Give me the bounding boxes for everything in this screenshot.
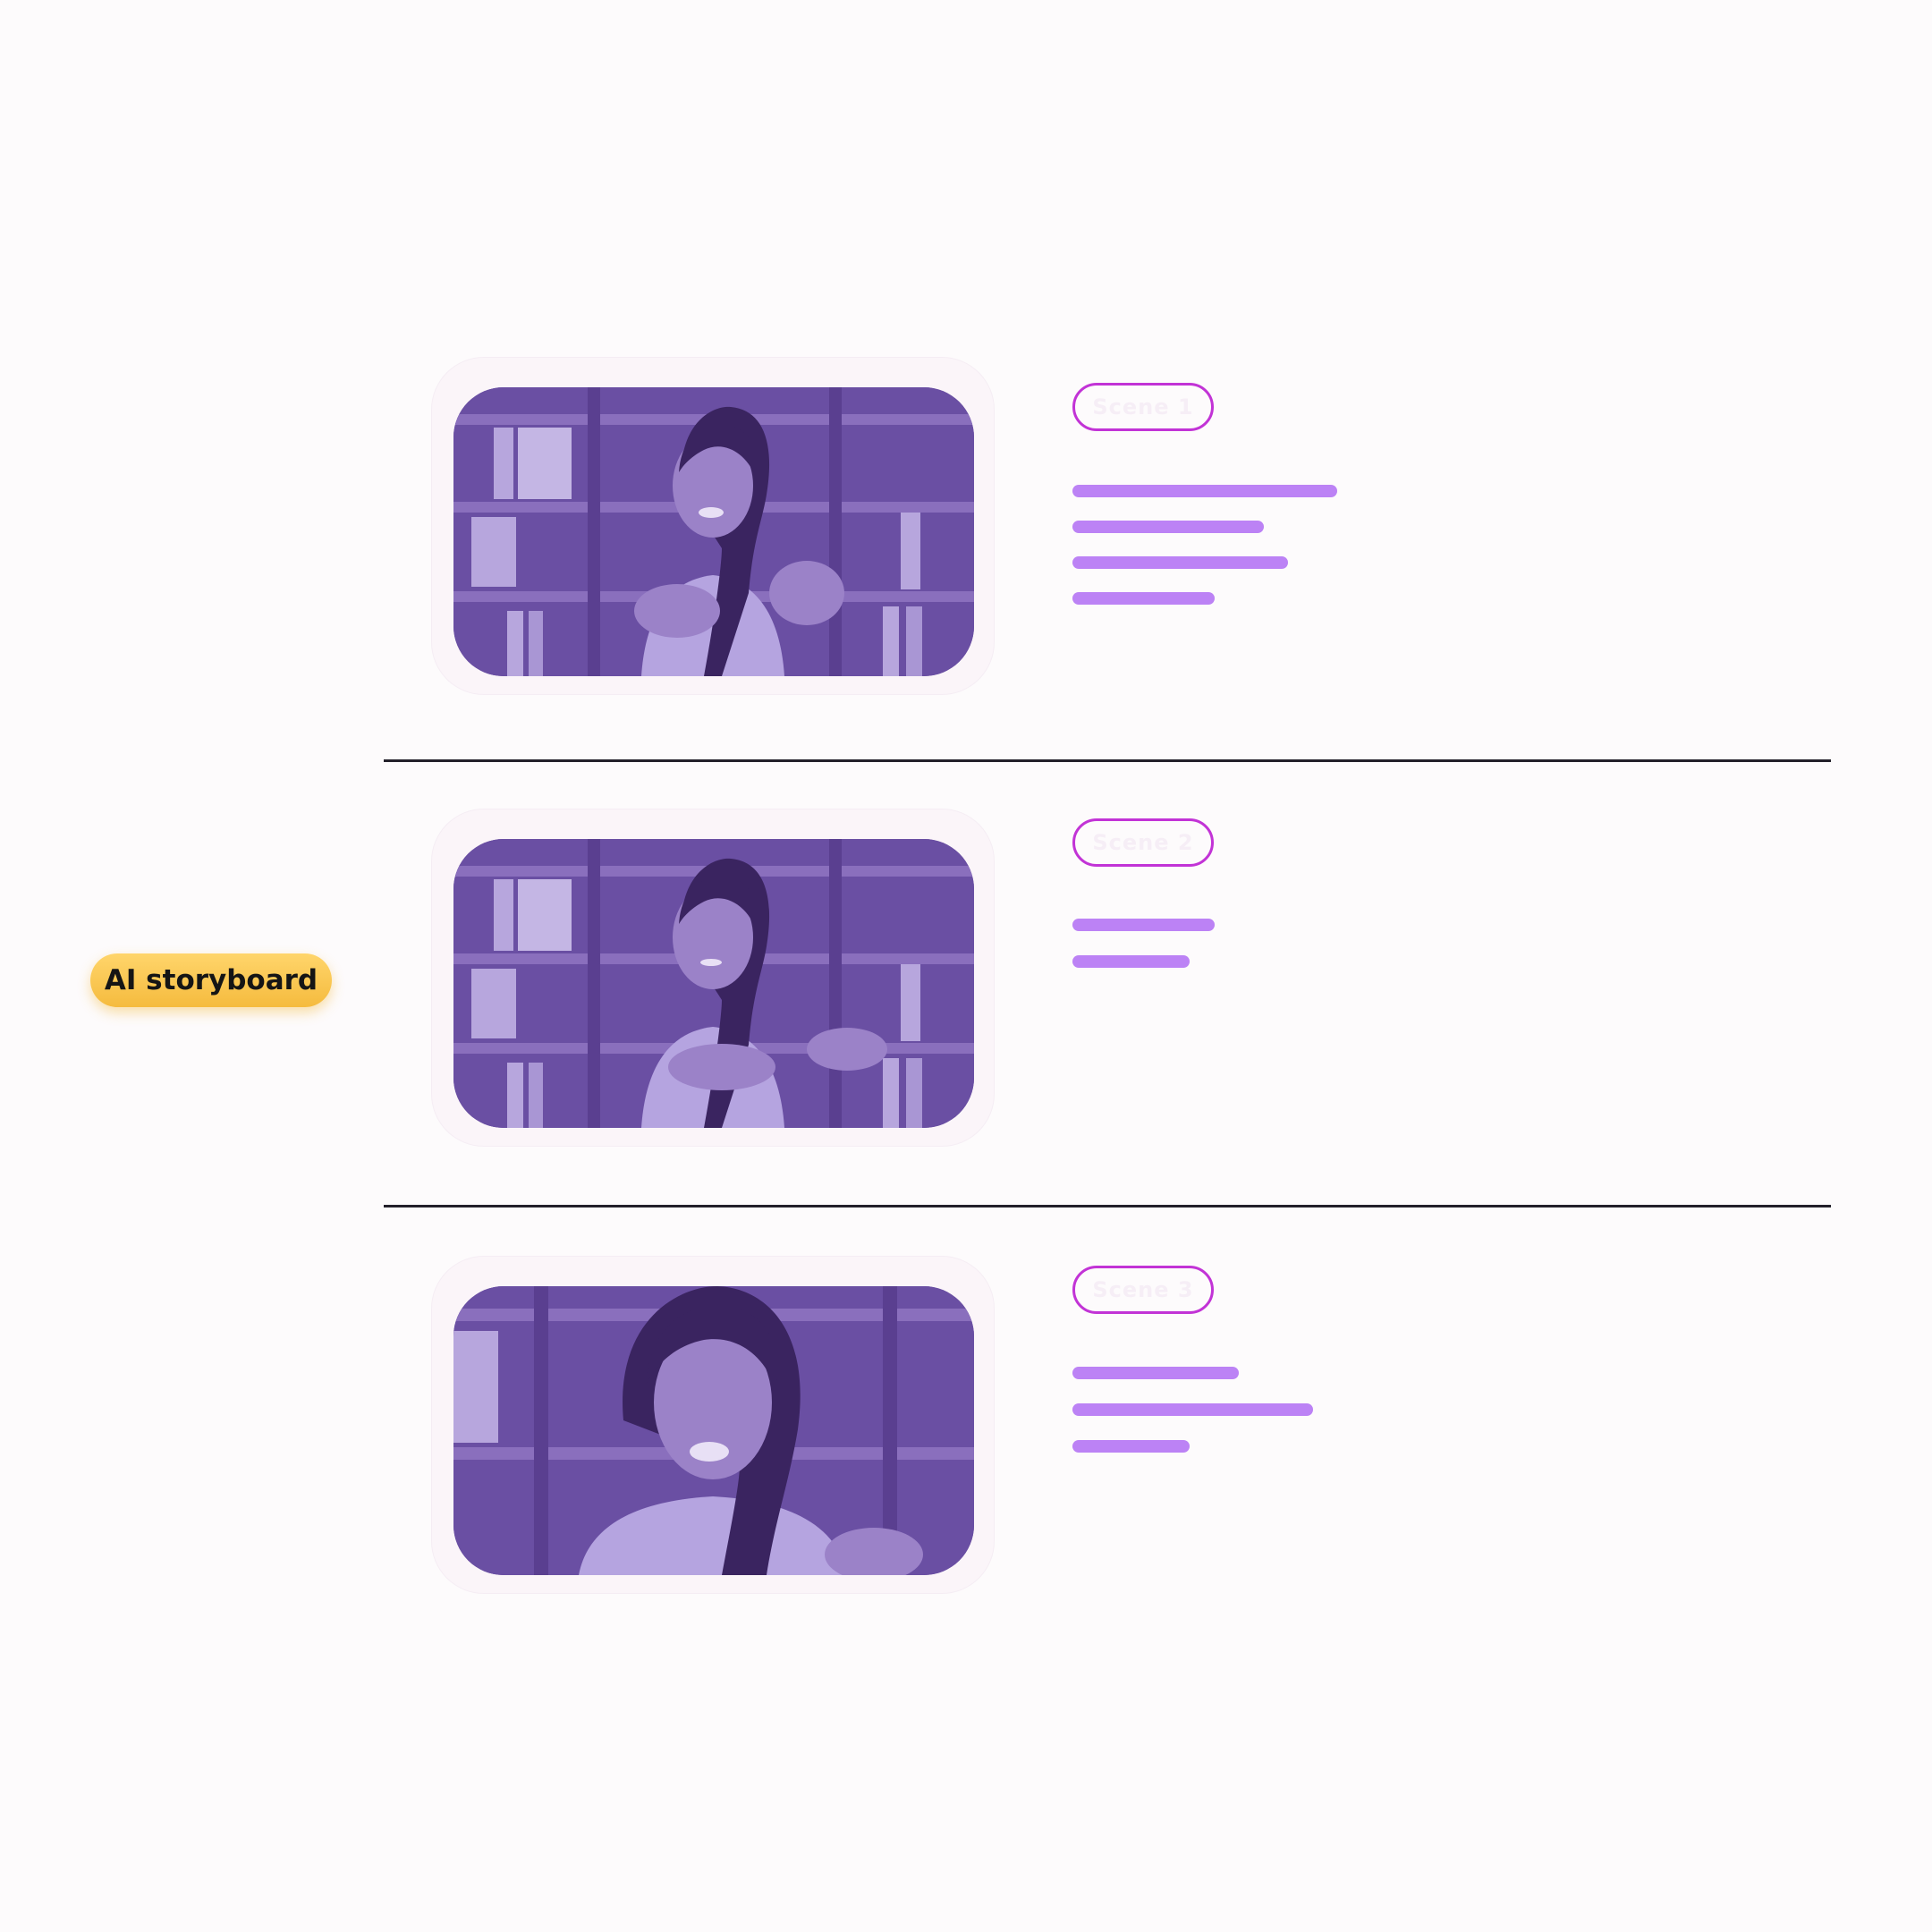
- script-line: [1072, 1403, 1313, 1416]
- script-line: [1072, 955, 1190, 968]
- scene-1-thumbnail-card[interactable]: [432, 358, 994, 694]
- scene-1-thumbnail[interactable]: [453, 387, 974, 676]
- scene-2-pill[interactable]: Scene 2: [1072, 818, 1214, 867]
- scene-3-thumbnail-card[interactable]: [432, 1257, 994, 1593]
- scene-2-thumbnail-card[interactable]: [432, 809, 994, 1146]
- scene-divider: [384, 1205, 1831, 1208]
- scene-1-script-lines: [1072, 485, 1337, 628]
- script-line: [1072, 556, 1288, 569]
- script-line: [1072, 919, 1215, 931]
- scene-divider: [384, 759, 1831, 762]
- scene-3-pill-label: Scene 3: [1092, 1277, 1194, 1302]
- scene-1-pill-label: Scene 1: [1092, 394, 1194, 419]
- script-line: [1072, 592, 1215, 605]
- scene-3-script-lines: [1072, 1367, 1313, 1477]
- presenter-image-3: [453, 1286, 974, 1575]
- ai-storyboard-badge: AI storyboard: [90, 953, 332, 1007]
- ai-storyboard-badge-label: AI storyboard: [104, 964, 318, 996]
- script-line: [1072, 1367, 1239, 1379]
- presenter-image-2: [453, 839, 974, 1128]
- script-line: [1072, 485, 1337, 497]
- script-line: [1072, 521, 1264, 533]
- scene-3-pill[interactable]: Scene 3: [1072, 1266, 1214, 1314]
- scene-1-pill[interactable]: Scene 1: [1072, 383, 1214, 431]
- scene-3-thumbnail[interactable]: [453, 1286, 974, 1575]
- scene-2-script-lines: [1072, 919, 1215, 992]
- scene-2-thumbnail[interactable]: [453, 839, 974, 1128]
- script-line: [1072, 1440, 1190, 1453]
- presenter-image-1: [453, 387, 974, 676]
- scene-2-pill-label: Scene 2: [1092, 830, 1194, 855]
